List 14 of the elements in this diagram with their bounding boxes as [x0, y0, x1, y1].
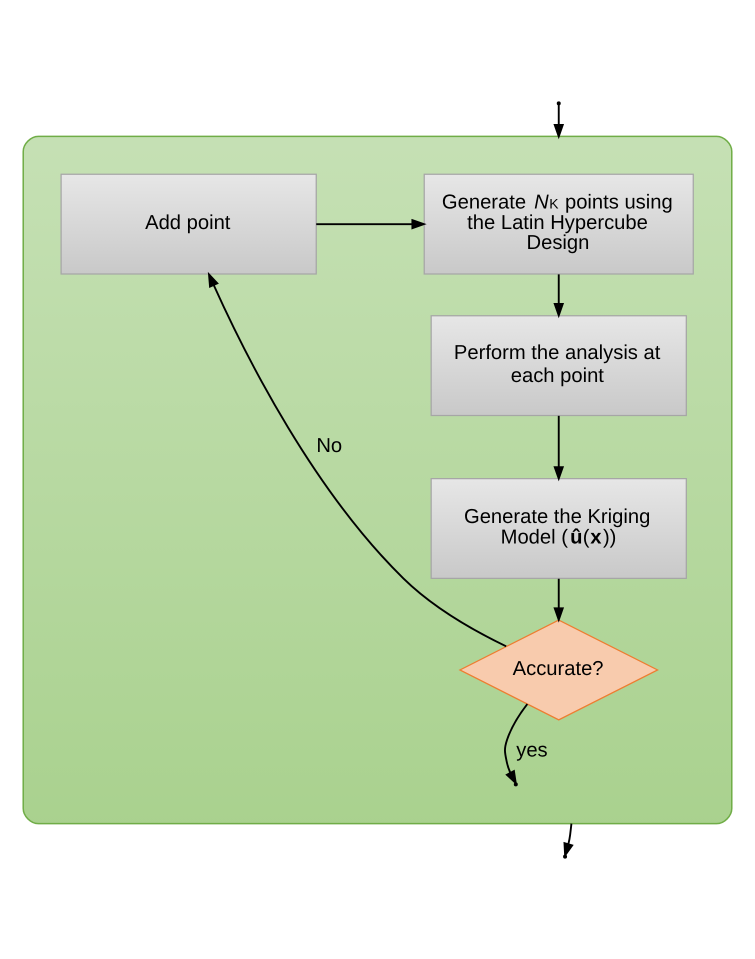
arrow: [553, 578, 564, 622]
node-diamond: Accurate?: [458, 618, 659, 720]
arrow: [553, 415, 564, 481]
cluster: [22, 135, 733, 824]
arrow: [316, 218, 427, 229]
arrow: [208, 271, 507, 647]
edge-label: yes: [516, 738, 548, 761]
arrow: [553, 104, 564, 139]
arrow: [553, 274, 564, 318]
node-box: Perform the analysis at each point: [430, 314, 687, 416]
node-box: Generate the Kriging Model (û(x)): [430, 478, 687, 579]
node-box: Add point: [60, 173, 317, 274]
node-box: Generate NK points using the Latin Hypercube Design: [424, 173, 694, 274]
edge-label: No: [316, 434, 342, 456]
